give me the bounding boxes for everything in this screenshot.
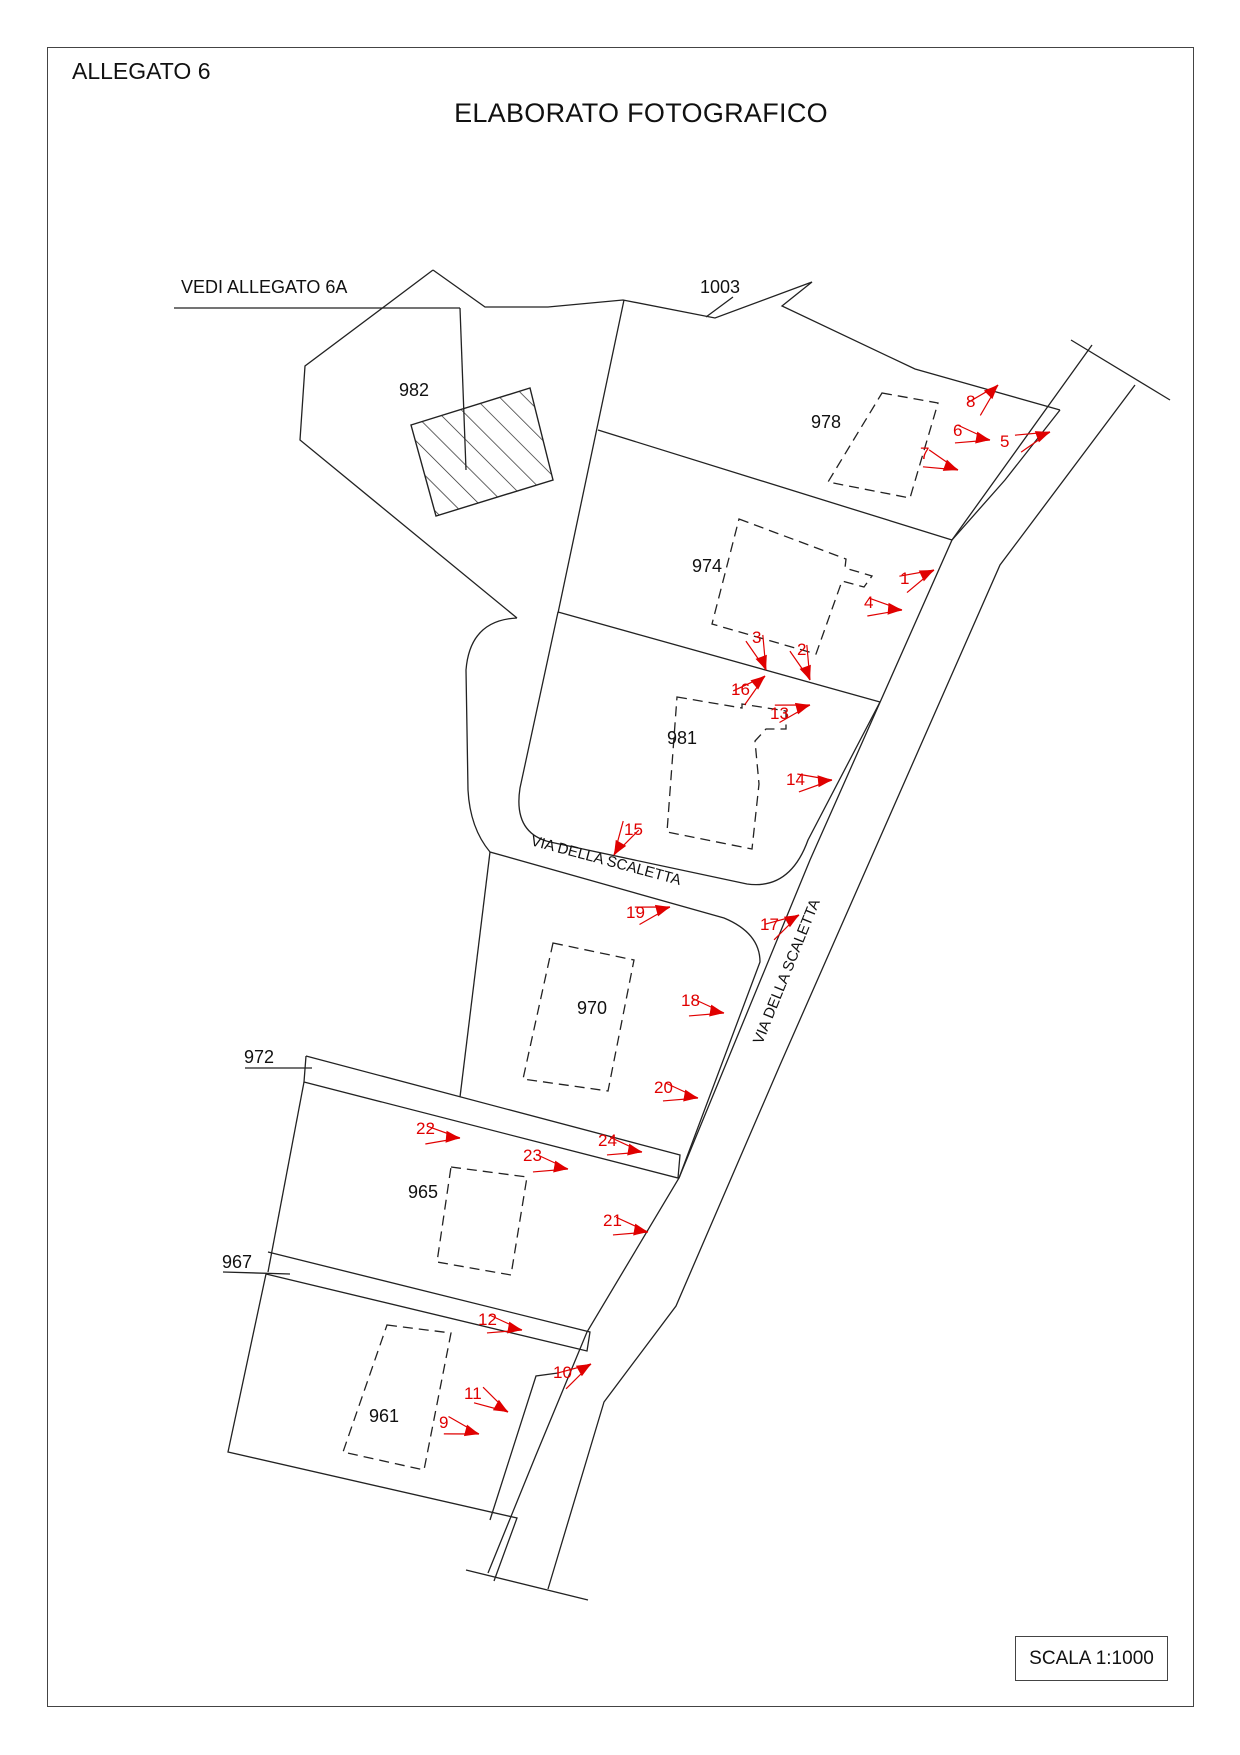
photo-direction-arrow bbox=[425, 1125, 461, 1145]
photo-point-number: 15 bbox=[624, 820, 643, 839]
photo-point-23: 23 bbox=[523, 1146, 569, 1173]
photo-point-24: 24 bbox=[598, 1131, 643, 1156]
photo-direction-arrow bbox=[634, 904, 671, 926]
photo-point-number: 13 bbox=[770, 704, 789, 723]
photo-point-16: 16 bbox=[731, 675, 766, 706]
photo-direction-arrow bbox=[745, 634, 767, 671]
photo-point-number: 19 bbox=[626, 903, 645, 922]
photo-direction-arrow bbox=[789, 644, 811, 681]
parcel-label-965: 965 bbox=[408, 1182, 438, 1202]
photo-direction-arrow bbox=[443, 1415, 480, 1437]
parcel-label-961: 961 bbox=[369, 1406, 399, 1426]
photo-point-number: 5 bbox=[1000, 432, 1009, 451]
photo-point-number: 14 bbox=[786, 770, 805, 789]
photo-direction-arrow bbox=[899, 569, 935, 593]
photo-point-1: 1 bbox=[899, 569, 935, 593]
photo-direction-arrow bbox=[774, 702, 811, 724]
photo-point-number: 22 bbox=[416, 1119, 435, 1138]
photo-point-10: 10 bbox=[553, 1363, 592, 1390]
parcel-label-1003: 1003 bbox=[700, 277, 740, 297]
building-footprints bbox=[342, 392, 939, 1471]
road-label-via-della-scaletta: VIA DELLA SCALETTA bbox=[529, 832, 683, 888]
photo-direction-arrow bbox=[867, 597, 903, 617]
photo-direction-arrow bbox=[556, 1363, 592, 1390]
photo-direction-arrow bbox=[606, 1136, 643, 1156]
photo-point-6: 6 bbox=[953, 421, 991, 444]
photo-point-12: 12 bbox=[478, 1310, 523, 1334]
photo-direction-arrow bbox=[613, 820, 640, 856]
photo-point-17: 17 bbox=[760, 914, 800, 941]
parcel-label-970: 970 bbox=[577, 998, 607, 1018]
photo-point-22: 22 bbox=[416, 1119, 461, 1145]
photo-point-number: 23 bbox=[523, 1146, 542, 1165]
photo-point-number: 20 bbox=[654, 1078, 673, 1097]
photo-point-5: 5 bbox=[1000, 431, 1051, 453]
photo-point-number: 17 bbox=[760, 915, 779, 934]
sheet-frame bbox=[47, 47, 1194, 1707]
photo-point-11: 11 bbox=[464, 1384, 509, 1413]
photo-direction-arrow bbox=[1014, 431, 1051, 453]
photo-direction-arrow bbox=[473, 1386, 509, 1413]
parcel-boundaries bbox=[174, 269, 1171, 1601]
scale-box: SCALA 1:1000 bbox=[1015, 1636, 1168, 1681]
photo-point-number: 3 bbox=[752, 628, 761, 647]
parcel-label-981: 981 bbox=[667, 728, 697, 748]
photo-point-19: 19 bbox=[626, 903, 671, 926]
photo-point-21: 21 bbox=[603, 1211, 649, 1236]
parcel-label-982: 982 bbox=[399, 380, 429, 400]
photo-point-number: 2 bbox=[797, 640, 806, 659]
photo-direction-arrow bbox=[486, 1314, 523, 1334]
photo-point-number: 6 bbox=[953, 421, 962, 440]
photo-point-number: 10 bbox=[553, 1363, 572, 1382]
photo-point-15: 15 bbox=[613, 820, 643, 856]
parcel-label-978: 978 bbox=[811, 412, 841, 432]
photo-point-2: 2 bbox=[789, 640, 811, 681]
parcel-label-974: 974 bbox=[692, 556, 722, 576]
annex-label: ALLEGATO 6 bbox=[72, 58, 211, 84]
photo-point-number: 18 bbox=[681, 991, 700, 1010]
photo-point-number: 21 bbox=[603, 1211, 622, 1230]
photo-point-number: 4 bbox=[864, 593, 873, 612]
photo-point-13: 13 bbox=[770, 702, 811, 724]
photo-point-number: 12 bbox=[478, 1310, 497, 1329]
building-982-hatched bbox=[410, 387, 554, 517]
photo-point-3: 3 bbox=[745, 628, 767, 671]
photo-point-number: 1 bbox=[900, 569, 909, 588]
photo-direction-arrow bbox=[954, 424, 991, 444]
parcel-label-967: 967 bbox=[222, 1252, 252, 1272]
photo-direction-arrow bbox=[732, 675, 766, 706]
photo-point-number: 9 bbox=[439, 1413, 448, 1432]
photo-point-18: 18 bbox=[681, 991, 725, 1017]
photo-point-14: 14 bbox=[786, 770, 833, 793]
photo-points: 123456789101112131415161718192021222324 bbox=[416, 384, 1051, 1437]
photo-direction-arrow bbox=[662, 1082, 699, 1102]
photo-direction-arrow bbox=[922, 449, 959, 471]
photo-point-8: 8 bbox=[966, 384, 999, 416]
parcel-label-972: 972 bbox=[244, 1047, 274, 1067]
photo-point-9: 9 bbox=[439, 1413, 480, 1437]
scale-label: SCALA 1:1000 bbox=[1029, 1647, 1154, 1669]
photo-point-number: 7 bbox=[920, 444, 929, 463]
photo-point-number: 16 bbox=[731, 680, 750, 699]
photo-direction-arrow bbox=[797, 773, 833, 793]
photo-direction-arrow bbox=[532, 1153, 569, 1173]
photo-direction-arrow bbox=[764, 914, 800, 941]
reference-note: VEDI ALLEGATO 6A bbox=[181, 277, 347, 297]
page-title: ELABORATO FOTOGRAFICO bbox=[454, 98, 828, 128]
photo-point-4: 4 bbox=[864, 593, 903, 617]
photo-point-7: 7 bbox=[920, 444, 959, 471]
photo-direction-arrow bbox=[967, 384, 999, 416]
photo-point-20: 20 bbox=[654, 1078, 699, 1102]
photo-direction-arrow bbox=[612, 1216, 649, 1236]
photo-point-number: 24 bbox=[598, 1131, 617, 1150]
photo-direction-arrow bbox=[688, 997, 725, 1017]
photo-point-number: 11 bbox=[464, 1384, 482, 1403]
